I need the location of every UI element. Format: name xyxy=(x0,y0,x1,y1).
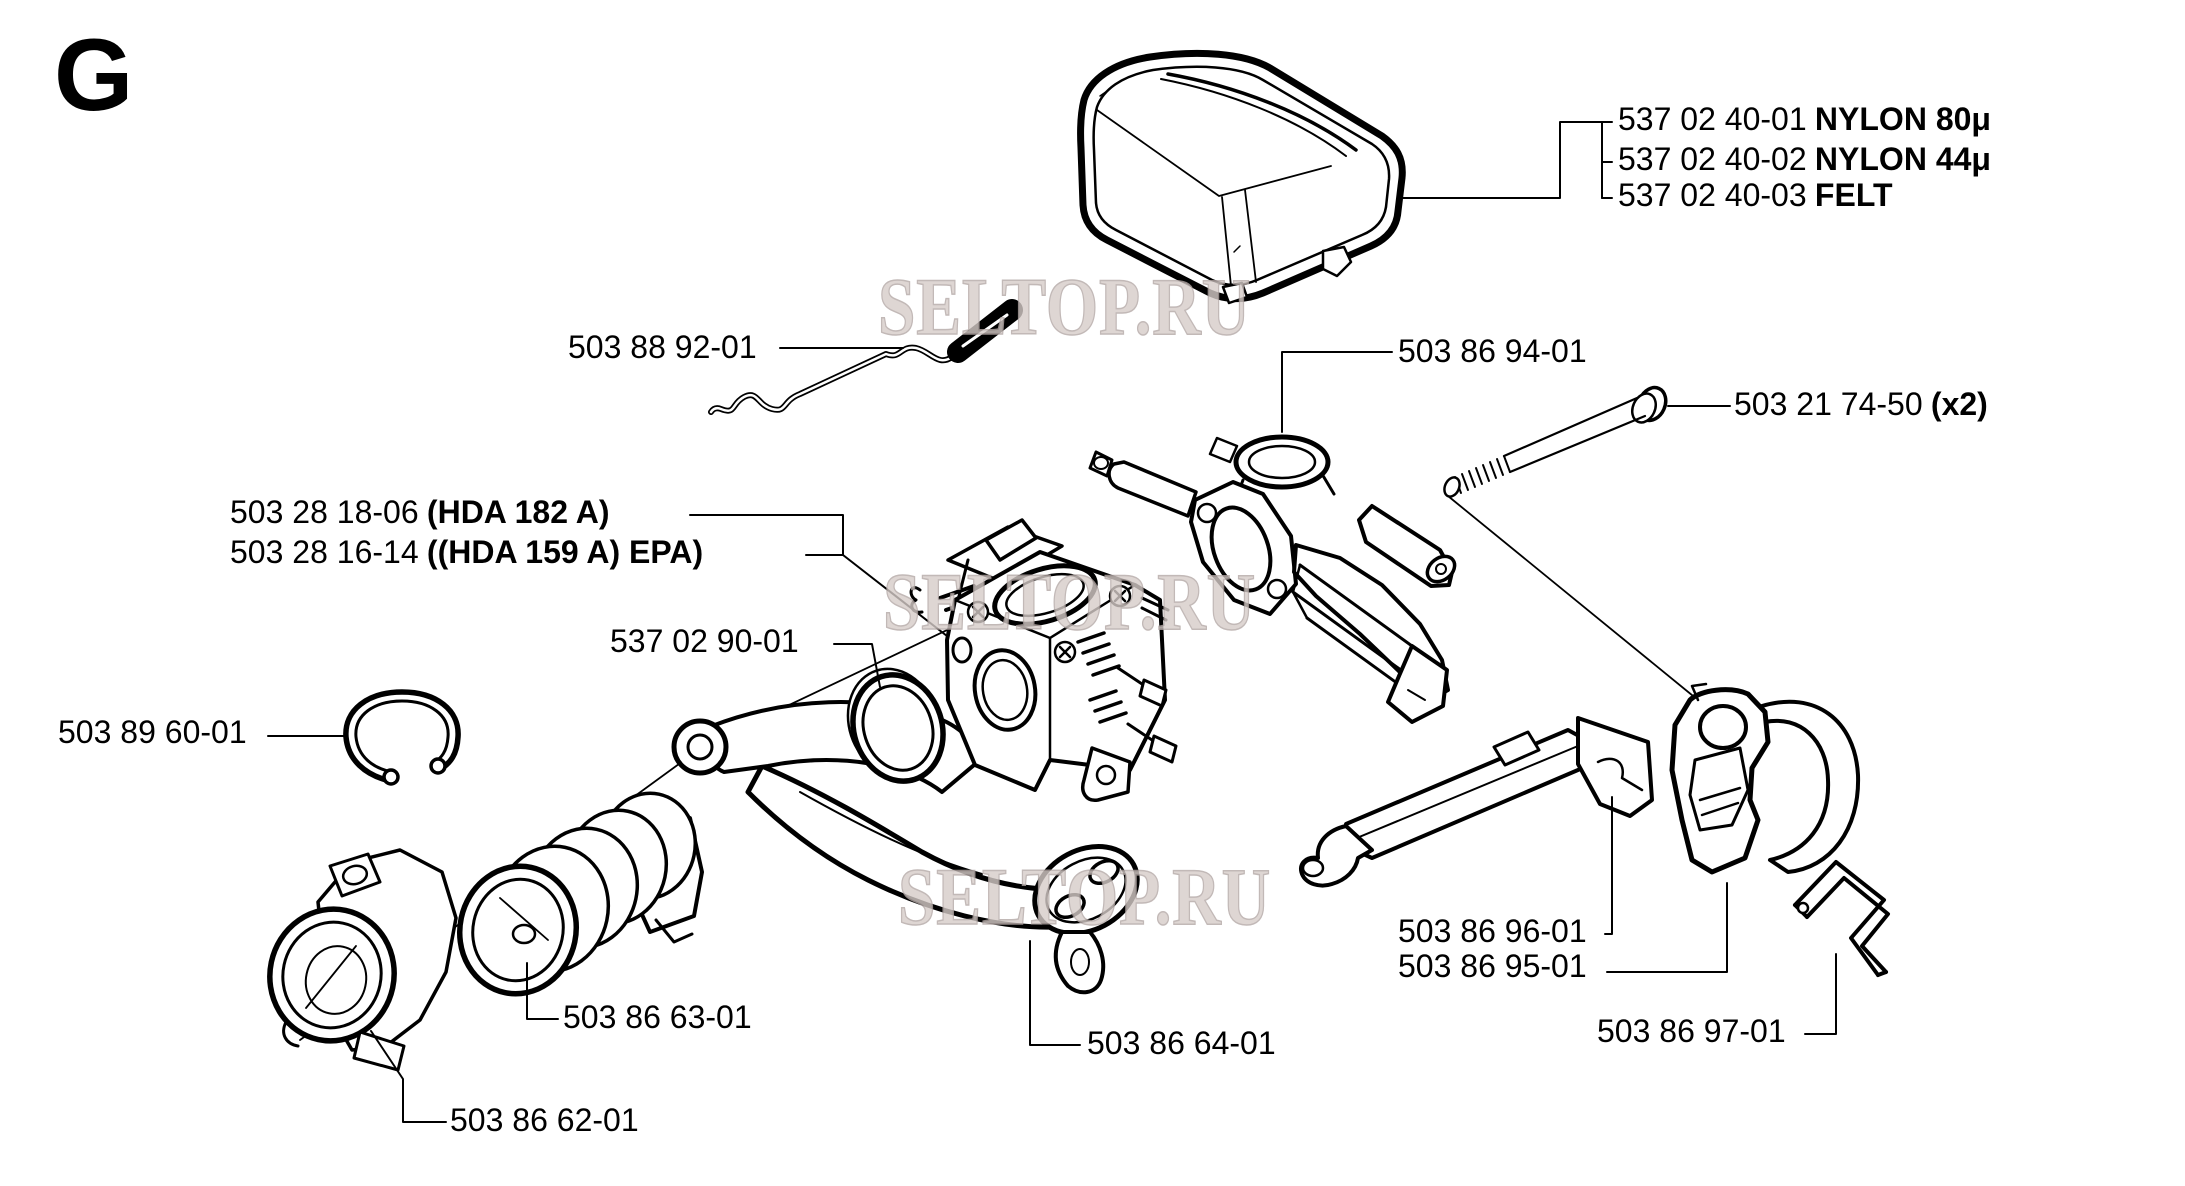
part-number: 537 02 40-01 xyxy=(1618,101,1807,137)
part-number: 537 02 40-03 xyxy=(1618,177,1807,213)
part-number: 503 28 18-06 xyxy=(230,494,419,530)
part-number: 537 02 90-01 xyxy=(610,623,799,659)
air-filter-cover-part xyxy=(1077,49,1406,305)
part-label-flange: 503 86 62-01 xyxy=(450,1104,639,1136)
part-label-choke-rod: 503 88 92-01 xyxy=(568,331,757,363)
choke-lever-part xyxy=(1669,682,1861,875)
part-desc: FELT xyxy=(1814,177,1893,213)
part-label-bolt: 503 21 74-50(x2) xyxy=(1734,388,1988,420)
part-number: 503 21 74-50 xyxy=(1734,386,1923,422)
part-number: 503 86 94-01 xyxy=(1398,333,1587,369)
part-number: 503 88 92-01 xyxy=(568,329,757,365)
part-number: 503 86 95-01 xyxy=(1398,948,1587,984)
carburetor-part xyxy=(909,518,1178,802)
part-label-manifold-bracket: 503 86 94-01 xyxy=(1398,335,1587,367)
leader-lines xyxy=(267,121,1837,1123)
part-number: 503 86 64-01 xyxy=(1087,1025,1276,1061)
manifold-bracket-part xyxy=(1088,434,1457,724)
part-label-link-rail: 503 86 96-01 xyxy=(1398,915,1587,947)
circlip-part xyxy=(343,689,461,786)
part-label-bellows: 503 86 63-01 xyxy=(563,1001,752,1033)
seal-ring-part xyxy=(846,667,946,784)
part-label-carb-hda159: 503 28 16-14((HDA 159 A) EPA) xyxy=(230,536,703,568)
section-letter: G xyxy=(54,18,134,132)
part-desc: NYLON 80μ xyxy=(1814,101,1991,137)
part-desc: ((HDA 159 A) EPA) xyxy=(426,534,704,570)
part-number: 537 02 40-02 xyxy=(1618,141,1807,177)
bolt-part xyxy=(1443,385,1668,498)
part-label-carb-hda182: 503 28 18-06(HDA 182 A) xyxy=(230,496,609,528)
part-number: 503 89 60-01 xyxy=(58,714,247,750)
part-number: 503 86 62-01 xyxy=(450,1102,639,1138)
part-label-spring-clip: 503 86 97-01 xyxy=(1597,1015,1786,1047)
part-label-duct: 503 86 64-01 xyxy=(1087,1027,1276,1059)
part-number: 503 28 16-14 xyxy=(230,534,419,570)
part-label-choke-lever: 503 86 95-01 xyxy=(1398,950,1587,982)
part-desc: (x2) xyxy=(1930,386,1988,422)
part-label-seal: 537 02 90-01 xyxy=(610,625,799,657)
spring-clip-part xyxy=(1793,860,1890,977)
part-number: 503 86 96-01 xyxy=(1398,913,1587,949)
part-desc: (HDA 182 A) xyxy=(426,494,610,530)
flange-part xyxy=(267,848,458,1072)
part-label-circlip: 503 89 60-01 xyxy=(58,716,247,748)
bellows-part xyxy=(456,791,704,997)
link-rail-part xyxy=(1299,716,1654,888)
part-number: 503 86 97-01 xyxy=(1597,1013,1786,1049)
part-desc: NYLON 44μ xyxy=(1814,141,1991,177)
choke-rod-part xyxy=(708,299,1023,415)
part-number: 503 86 63-01 xyxy=(563,999,752,1035)
